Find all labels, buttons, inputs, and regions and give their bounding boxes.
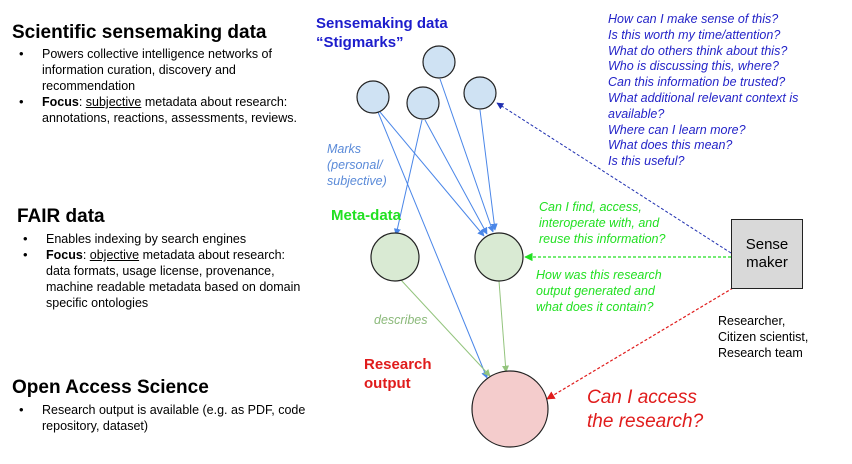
metadata-node-left	[370, 232, 420, 282]
open-access-bullets: Research output is available (e.g. as PD…	[12, 402, 322, 434]
edge-meta-right-to-research	[498, 280, 510, 373]
fair-bullets: Enables indexing by search engines Focus…	[16, 231, 306, 311]
fair-heading: FAIR data	[17, 206, 105, 227]
focus-word: objective	[89, 248, 140, 262]
sensemaking-bullet-2: Focus: subjective metadata about researc…	[12, 94, 302, 126]
question-7: Where can I learn more?	[608, 122, 746, 137]
fair-bullet-1: Enables indexing by search engines	[16, 231, 306, 247]
stigmark-node-top	[422, 45, 456, 79]
sensemaking-heading: Scientific sensemaking data	[12, 22, 267, 43]
metadata-label: Meta-data	[331, 207, 402, 224]
edge-stigmark-left-to-research	[377, 111, 488, 379]
stigmarks-title-line-1: Sensemaking data	[316, 15, 448, 32]
sense-maker-box: Sense maker	[731, 219, 803, 289]
edge-stigmark-right-to-meta	[479, 109, 498, 231]
how-generated-question: How was this research output generated a…	[536, 268, 662, 314]
edge-sense-maker-to-research	[546, 287, 734, 400]
question-2: What do others think about this?	[608, 43, 788, 58]
focus-word: subjective	[85, 95, 142, 109]
focus-rest: metadata about research: annotations, re…	[42, 95, 297, 125]
sensemaking-bullet-1: Powers collective intelligence networks …	[12, 46, 302, 94]
research-output-node	[471, 370, 549, 448]
stigmark-node-mid	[406, 86, 440, 120]
stigmarks-title: Sensemaking data “Stigmarks”	[316, 14, 448, 52]
focus-sep: :	[78, 95, 86, 109]
sensemaking-bullets: Powers collective intelligence networks …	[12, 46, 302, 126]
question-1: Is this worth my time/attention?	[608, 27, 781, 42]
question-5: What additional relevant context is	[608, 90, 799, 105]
edge-stigmark-mid-to-meta-left	[393, 119, 423, 236]
access-research-question: Can I access the research?	[587, 387, 704, 432]
edge-meta-left-to-research	[400, 279, 491, 377]
question-9: Is this useful?	[608, 154, 685, 169]
edge-stigmark-mid-to-meta-right	[424, 119, 488, 235]
research-output-label: Research output	[364, 356, 432, 392]
open-access-bullet-1: Research output is available (e.g. as PD…	[12, 402, 322, 434]
question-0: How can I make sense of this?	[608, 12, 779, 26]
question-6: available?	[608, 106, 665, 121]
focus-sep: :	[82, 248, 90, 262]
focus-label: Focus	[42, 95, 79, 109]
metadata-node-right	[474, 232, 524, 282]
focus-label: Focus	[46, 248, 83, 262]
sense-maker-label: Sense maker	[745, 236, 789, 271]
fair-bullet-2: Focus: objective metadata about research…	[16, 247, 306, 311]
question-3: Who is discussing this, where?	[608, 59, 779, 74]
stigmark-node-left	[356, 80, 390, 114]
edge-stigmark-left-to-meta	[379, 111, 485, 237]
edge-sense-maker-to-stigmarks	[496, 102, 732, 254]
open-access-heading: Open Access Science	[12, 377, 209, 398]
stigmarks-title-line-2: “Stigmarks”	[316, 34, 404, 51]
sense-maker-roles: Researcher, Citizen scientist, Research …	[718, 314, 809, 360]
sensemaking-questions: How can I make sense of this? Is this wo…	[608, 12, 848, 170]
focus-rest: metadata about research: data formats, u…	[46, 248, 301, 310]
marks-label: Marks (personal/ subjective)	[327, 142, 387, 188]
find-access-question: Can I find, access, interoperate with, a…	[539, 200, 666, 246]
stigmark-node-right	[463, 76, 497, 110]
question-4: Can this information be trusted?	[608, 75, 786, 90]
describes-label: describes	[374, 313, 428, 327]
question-8: What does this mean?	[608, 138, 733, 153]
edge-stigmark-top-to-meta	[439, 78, 495, 233]
